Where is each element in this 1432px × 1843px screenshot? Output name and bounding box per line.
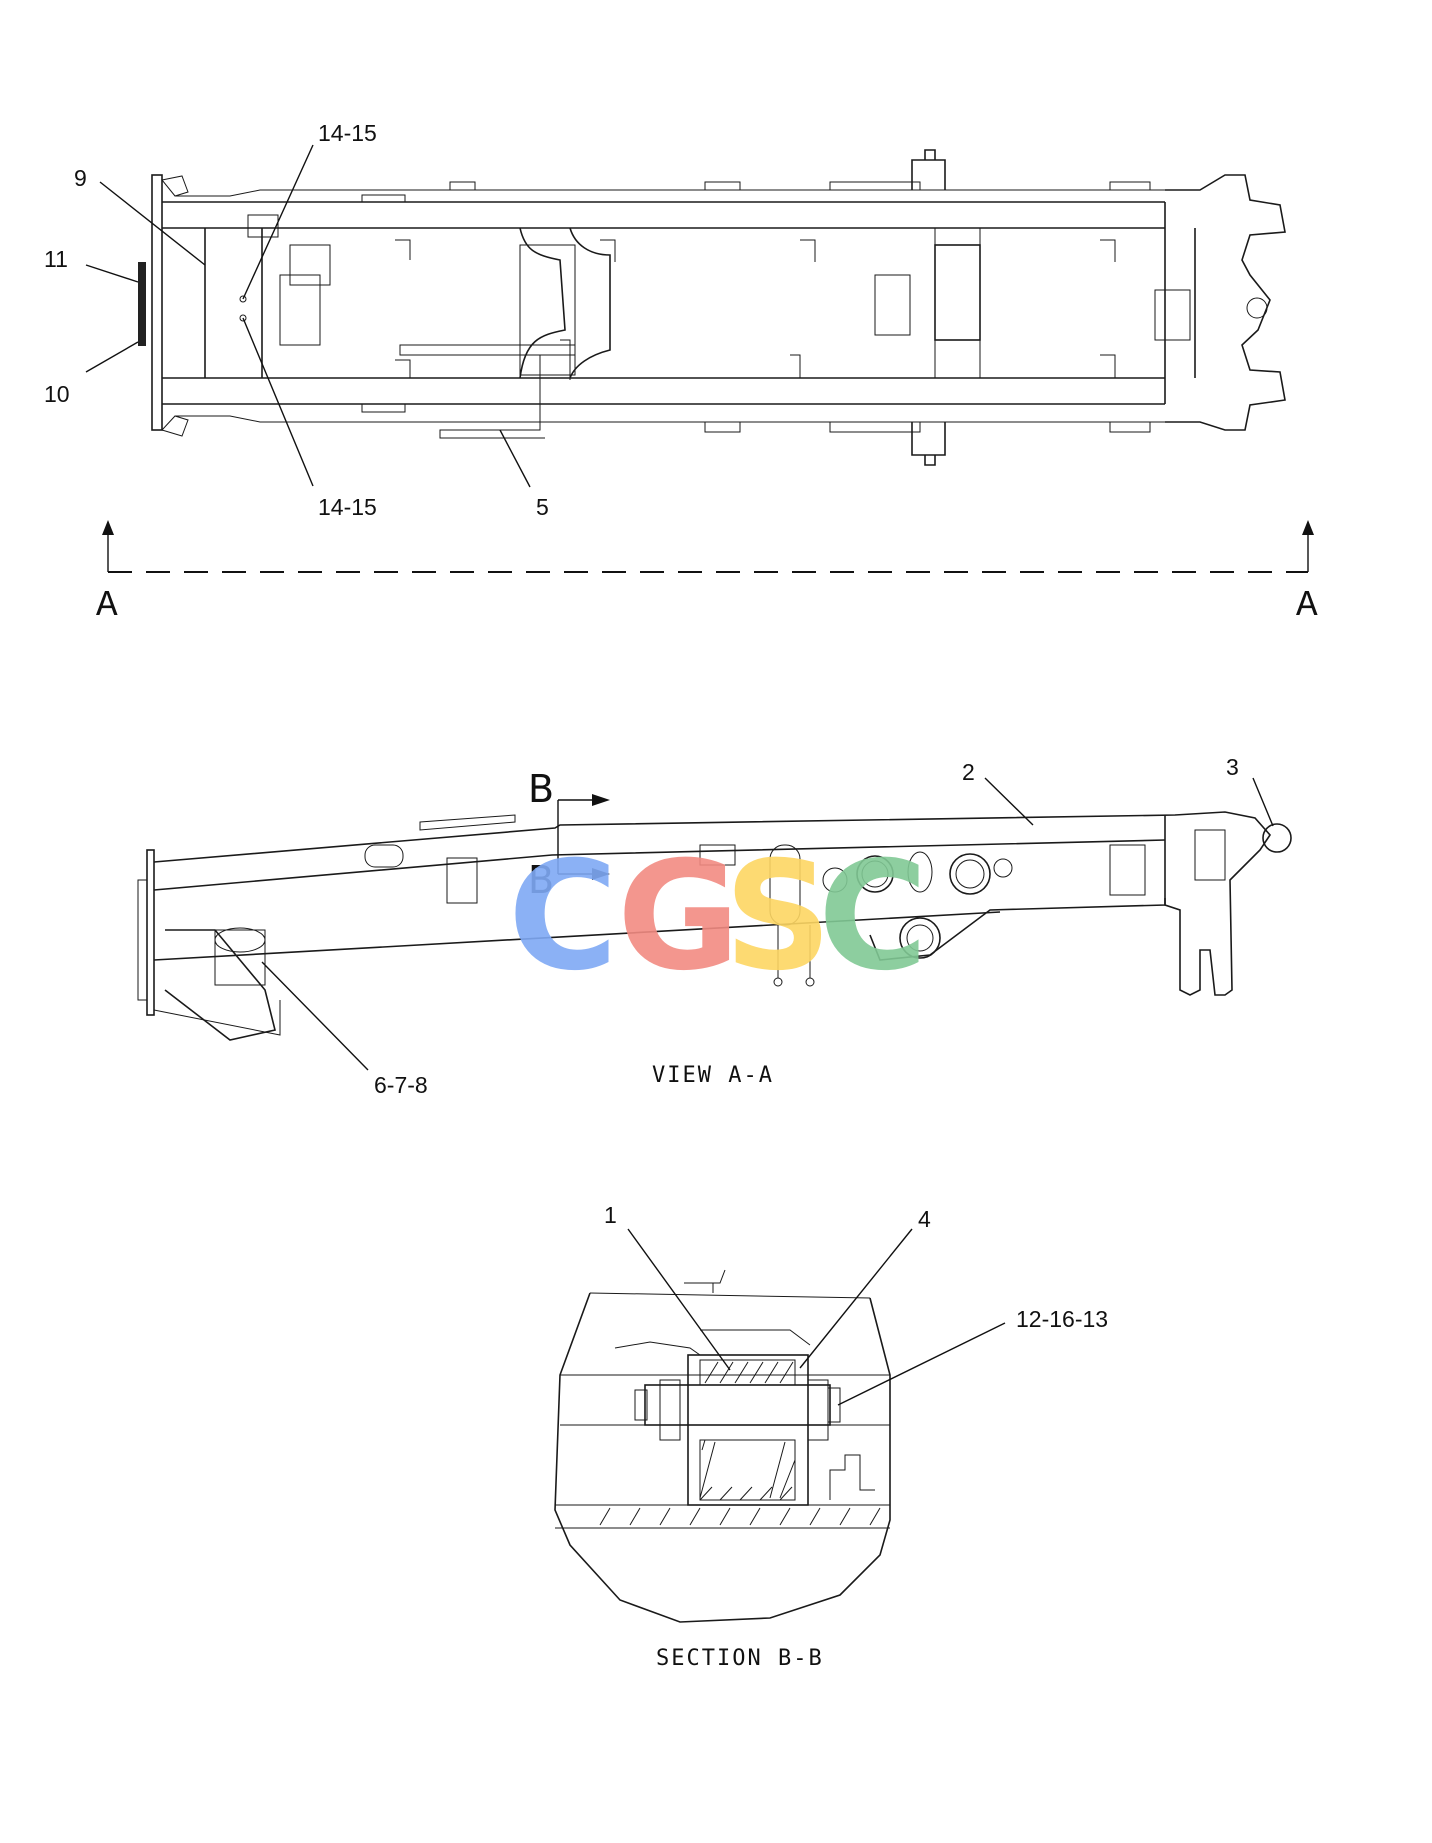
callout-6-7-8: 6-7-8 [374, 1072, 428, 1098]
leader-12-16-13 [837, 1322, 1006, 1406]
watermark-letter-c1: C [508, 830, 618, 1004]
callout-3: 3 [1226, 754, 1239, 780]
callout-9: 9 [74, 165, 87, 191]
section-mark-a-right: A [1296, 585, 1318, 626]
callout-12-16-13: 12-16-13 [1016, 1306, 1108, 1332]
leader-11 [85, 264, 139, 283]
callout-5: 5 [536, 494, 549, 520]
leader-3 [1252, 777, 1274, 827]
leader-10 [85, 341, 139, 373]
callout-10: 10 [44, 381, 70, 407]
side-view-frame [137, 811, 1292, 1041]
section-line-b [557, 794, 610, 880]
leader-14-15-bottom [242, 317, 314, 487]
section-b-view [554, 1269, 891, 1623]
caption-view-a-a: VIEW A-A [652, 1063, 774, 1088]
leader-5 [499, 429, 531, 488]
callout-14-15-bottom: 14-15 [318, 494, 377, 520]
callout-14-15-top: 14-15 [318, 120, 377, 146]
callout-4: 4 [918, 1206, 931, 1232]
section-mark-a-left: A [96, 585, 118, 626]
top-view-frame [151, 149, 1286, 466]
leader-6-7-8 [261, 961, 369, 1071]
watermark-logo: C G S C [508, 830, 928, 1004]
callout-2: 2 [962, 759, 975, 785]
watermark-letter-c2: C [818, 830, 928, 1004]
leader-9 [99, 181, 206, 266]
leader-2 [984, 777, 1034, 826]
callout-11: 11 [44, 246, 68, 272]
leader-1 [627, 1228, 731, 1371]
leader-14-15-top [242, 144, 314, 300]
caption-section-b-b: SECTION B-B [656, 1646, 824, 1671]
section-mark-b-lower: B [528, 858, 554, 902]
part-11-plate [138, 262, 146, 346]
watermark-letter-s: S [724, 830, 832, 1004]
section-mark-b-upper: B [528, 767, 554, 811]
callout-1: 1 [604, 1202, 617, 1228]
section-line-a [102, 520, 1314, 573]
watermark-letter-g: G [617, 830, 740, 1004]
leader-4 [799, 1228, 913, 1369]
